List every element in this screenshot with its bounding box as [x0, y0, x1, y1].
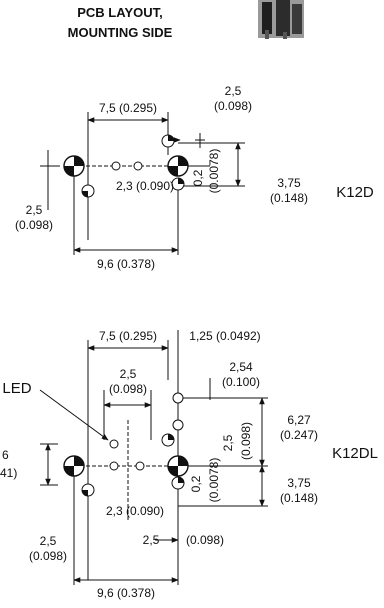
k12dl-dim-bottom: 9,6 (0.378): [97, 586, 155, 600]
component-photo: [258, 0, 304, 39]
k12dl-dim-left-b: (0.098): [29, 549, 67, 563]
k12dl-dim-inner: 2,3 (0.090): [106, 504, 164, 518]
k12dl-label: K12DL: [332, 445, 378, 462]
k12dl-dim-top-right: 1,25 (0.0492): [189, 329, 260, 343]
header-line-2: MOUNTING SIDE: [68, 25, 173, 40]
k12dl-dim-left-cut-b: 41): [0, 466, 17, 480]
k12d-dim-left-a: 2,5: [26, 203, 43, 217]
k12dl-dim-small-a: 0,2: [189, 475, 203, 492]
k12d-dim-left-b: (0.098): [15, 218, 53, 232]
k12d-layout: [40, 112, 245, 255]
header-line-1: PCB LAYOUT,: [77, 5, 162, 20]
k12d-pads: [63, 134, 189, 198]
k12d-dim-small-b: (0.0078): [207, 149, 221, 194]
k12dl-dim-right-b: (0.247): [280, 428, 318, 442]
k12dl-dim-led-b: (0.098): [109, 382, 147, 396]
k12d-dim-top-width: 7,5 (0.295): [99, 101, 157, 115]
k12dl-dim-left-cut-a: 6: [2, 448, 9, 462]
k12d-dim-right-b: (0.148): [270, 191, 308, 205]
k12dl-dim-small-b: (0.0078): [207, 458, 221, 503]
k12dl-dim-right-a: 6,27: [287, 413, 311, 427]
k12d-dim-right-a: 3,75: [277, 176, 301, 190]
k12d-dim-top-right-a: 2,5: [225, 84, 242, 98]
k12dl-dim-inner2-a: 2,5: [143, 533, 160, 547]
k12d-dim-top-right-b: (0.098): [214, 99, 252, 113]
k12dl-dim-top-width: 7,5 (0.295): [99, 329, 157, 343]
k12dl-dim-inner2-b: (0.098): [186, 533, 224, 547]
k12dl-led-label: LED: [2, 380, 31, 397]
k12d-dim-small-a: 0,2: [191, 169, 205, 186]
k12dl-dim-right2-a: 3,75: [287, 476, 311, 490]
k12dl-dim-led-a: 2,5: [120, 367, 137, 381]
k12dl-dim-pin-b: (0.100): [222, 375, 260, 389]
k12dl-dim-vert-a: 2,5: [221, 434, 235, 451]
k12dl-dim-right2-b: (0.148): [280, 491, 318, 505]
k12d-label: K12D: [336, 184, 374, 201]
k12dl-dim-vert-b: (0.098): [239, 422, 253, 460]
k12dl-pads: [63, 392, 189, 497]
k12d-dim-bottom: 9,6 (0.378): [97, 257, 155, 271]
k12dl-dim-pin-a: 2,54: [229, 360, 253, 374]
k12dl-dim-left-a: 2,5: [40, 534, 57, 548]
k12d-dim-inner: 2,3 (0.090): [116, 179, 174, 193]
